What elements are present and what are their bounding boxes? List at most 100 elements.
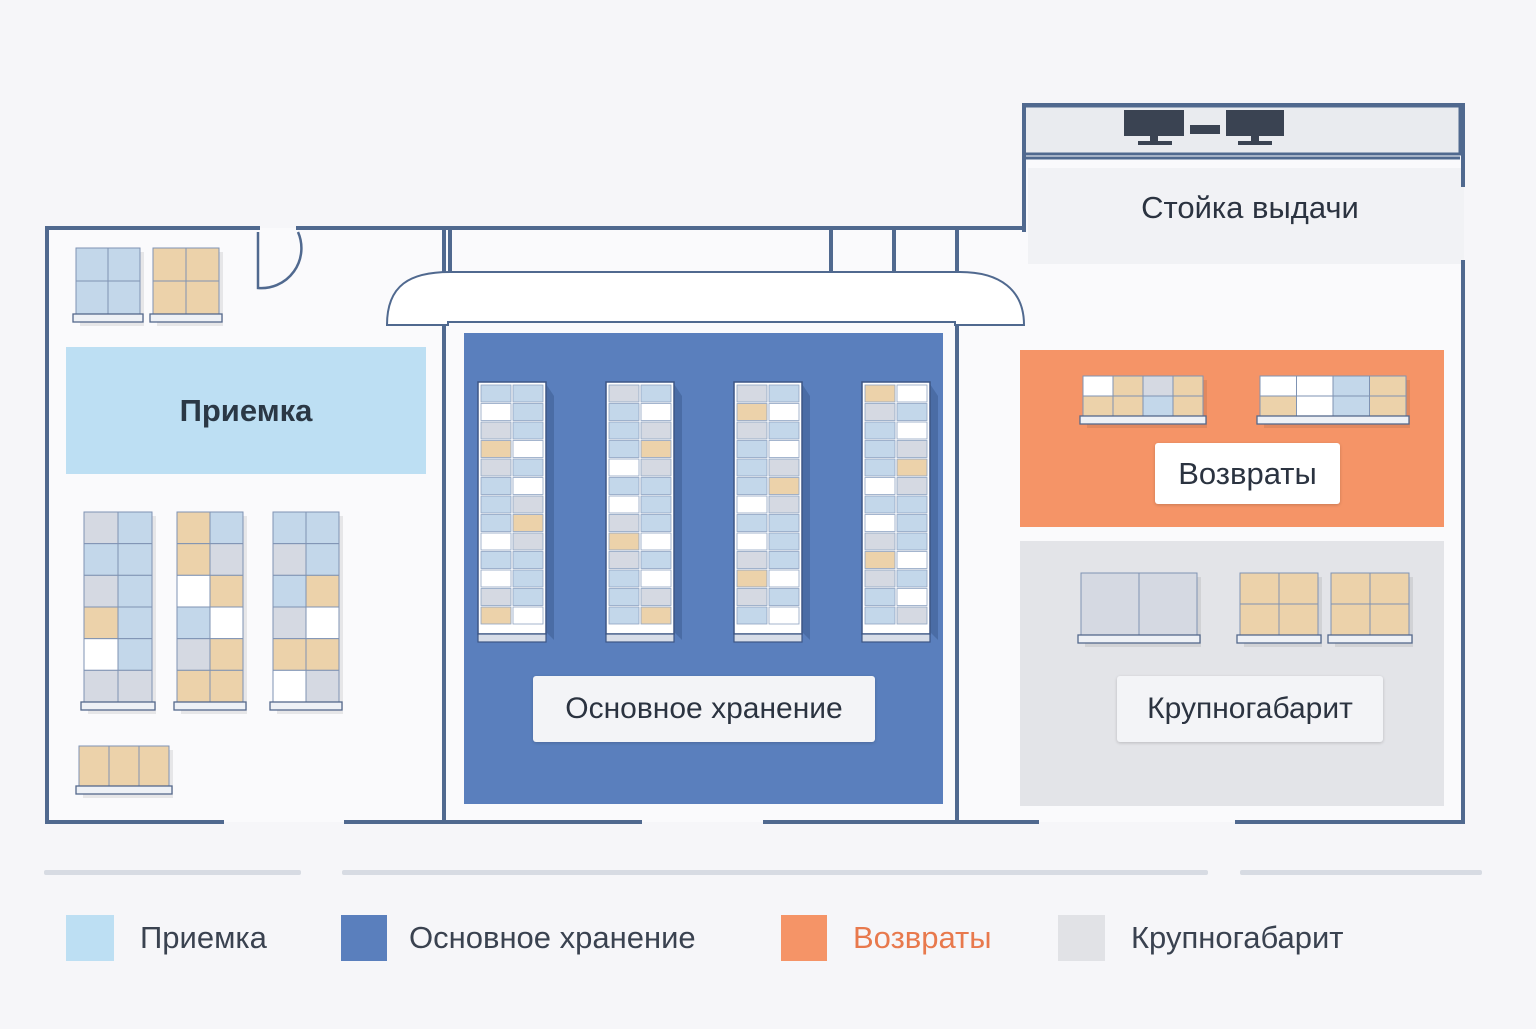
- pallet-box: [1369, 395, 1407, 417]
- rack-base: [605, 633, 675, 643]
- monitor-icon-group: [1124, 110, 1284, 145]
- pallet-box: [117, 543, 153, 576]
- legend-item-receiving[interactable]: Приемка: [66, 914, 267, 962]
- pallet-box: [1239, 603, 1280, 636]
- pallet-box: [1296, 375, 1334, 397]
- rack-box: [896, 458, 928, 477]
- divider-line: [342, 870, 1208, 875]
- pickup-counter-area[interactable]: [1028, 168, 1464, 264]
- rack-box: [480, 384, 512, 403]
- rack-box: [640, 532, 672, 551]
- keyboard-icon: [1190, 125, 1220, 134]
- rack-box: [480, 514, 512, 532]
- pallet-box: [83, 543, 119, 576]
- rack-box: [608, 514, 640, 532]
- rack-box: [896, 588, 928, 606]
- rack-box: [512, 403, 544, 421]
- pallet-box: [1369, 603, 1410, 636]
- rack-box: [736, 384, 768, 403]
- rack-box: [640, 421, 672, 440]
- rack-box: [480, 551, 512, 569]
- pallet-box: [1296, 395, 1334, 417]
- main-storage-label: Основное хранение: [533, 676, 875, 742]
- rack-box: [896, 421, 928, 440]
- legend: Приемка Основное хранение Возвраты Крупн…: [0, 900, 1536, 976]
- pallet-base: [72, 313, 144, 323]
- pallet-box: [272, 638, 307, 671]
- rack-box: [640, 440, 672, 458]
- pallet-box: [83, 606, 119, 640]
- pallet-box: [272, 669, 307, 703]
- legend-item-returns[interactable]: Возвраты: [781, 914, 992, 962]
- rack-box: [480, 532, 512, 551]
- rack-box: [608, 606, 640, 625]
- pallet-box: [1080, 572, 1140, 636]
- storage-racks: [477, 381, 938, 643]
- walls: [45, 103, 1465, 824]
- rack-box: [864, 384, 896, 403]
- rack-box: [864, 606, 896, 625]
- rack-box: [896, 606, 928, 625]
- rack-box: [608, 440, 640, 458]
- pallet-box: [209, 574, 244, 608]
- pallet-box: [107, 280, 141, 315]
- rack-box: [512, 514, 544, 532]
- pallet-box: [108, 745, 140, 787]
- pallet-box: [209, 669, 244, 703]
- pallet-box: [117, 511, 153, 545]
- pallet-box: [83, 669, 119, 703]
- rack-box: [608, 551, 640, 569]
- rack-box: [512, 421, 544, 440]
- pallet-box: [185, 280, 220, 315]
- rack-box: [608, 569, 640, 588]
- legend-item-main-storage[interactable]: Основное хранение: [341, 914, 696, 962]
- pallet-oversized: [1327, 572, 1413, 647]
- legend-swatch: [66, 915, 114, 961]
- pallet-box: [117, 669, 153, 703]
- returns-label: Возвраты: [1155, 443, 1340, 504]
- rack-box: [512, 569, 544, 588]
- legend-item-oversized[interactable]: Крупногабарит: [1058, 914, 1344, 962]
- pallet-base: [149, 313, 223, 323]
- pallet-box: [176, 606, 211, 640]
- rack-box: [896, 440, 928, 458]
- pallet-base: [1327, 634, 1413, 644]
- pallet-box: [1138, 572, 1198, 636]
- pallet-box: [83, 511, 119, 545]
- rack-box: [864, 477, 896, 495]
- legend-swatch: [341, 915, 387, 961]
- rack-box: [864, 421, 896, 440]
- pallet-box: [152, 247, 187, 282]
- pallet-box: [1172, 375, 1204, 397]
- pallet-base: [75, 785, 173, 795]
- pallet-box: [305, 669, 340, 703]
- rack-shadow: [802, 384, 810, 640]
- rack-box: [736, 606, 768, 625]
- pallet-box: [1332, 375, 1370, 397]
- rack-box: [736, 403, 768, 421]
- rack-box: [608, 458, 640, 477]
- rack-box: [736, 551, 768, 569]
- legend-label: Крупногабарит: [1131, 920, 1344, 955]
- pallet-box: [1259, 395, 1297, 417]
- rack-box: [896, 477, 928, 495]
- pallet-box: [1259, 375, 1297, 397]
- receiving-zone[interactable]: [66, 347, 426, 474]
- rack-box: [512, 606, 544, 625]
- pallet-box: [1082, 375, 1114, 397]
- pallet-returns: [1256, 375, 1410, 428]
- pallet-box: [1142, 395, 1174, 417]
- pallet-box: [83, 574, 119, 608]
- rack-box: [608, 477, 640, 495]
- rack-box: [512, 440, 544, 458]
- rack-box: [640, 588, 672, 606]
- pallet-base: [1236, 634, 1322, 644]
- rack-base: [477, 633, 547, 643]
- pallet-box: [176, 511, 211, 545]
- rack-box: [640, 495, 672, 514]
- rack-box: [640, 384, 672, 403]
- rack-box: [768, 403, 800, 421]
- rack-box: [640, 403, 672, 421]
